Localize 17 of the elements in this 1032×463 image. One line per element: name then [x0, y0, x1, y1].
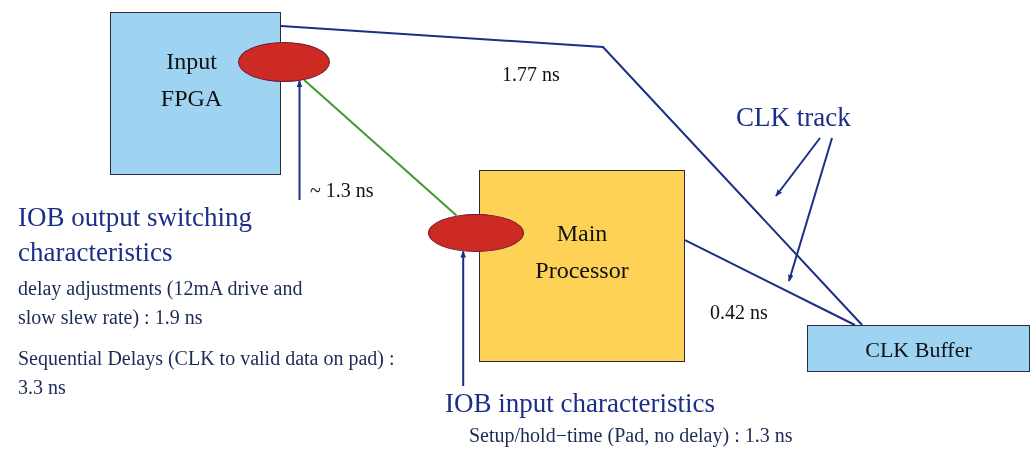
fpga-box: [110, 12, 281, 175]
annotation-text: Setup/hold−time (Pad, no delay) : 1.3 ns: [469, 423, 793, 449]
annotation-text: Sequential Delays (CLK to valid data on pad) : 3.3 ns: [18, 346, 396, 401]
signal-line: [280, 25, 864, 326]
arrow: [460, 250, 466, 387]
box-label: Main Processor: [534, 219, 630, 286]
processor-box: [479, 170, 685, 362]
signal-line: [684, 239, 856, 326]
annotation-heading: CLK track: [736, 101, 851, 134]
arrow: [788, 137, 833, 282]
annotation-text: delay adjustments (12mA drive and slow slew rate) : 1.9 ns: [18, 276, 304, 331]
box-label: CLK Buffer: [865, 336, 972, 364]
arrow: [775, 137, 821, 197]
buffer-box: [807, 325, 1030, 372]
annotation-heading: IOB input characteristics: [445, 387, 715, 420]
annotation-heading: IOB output switching characteristics: [18, 201, 253, 270]
box-label: Input FPGA: [159, 47, 224, 114]
